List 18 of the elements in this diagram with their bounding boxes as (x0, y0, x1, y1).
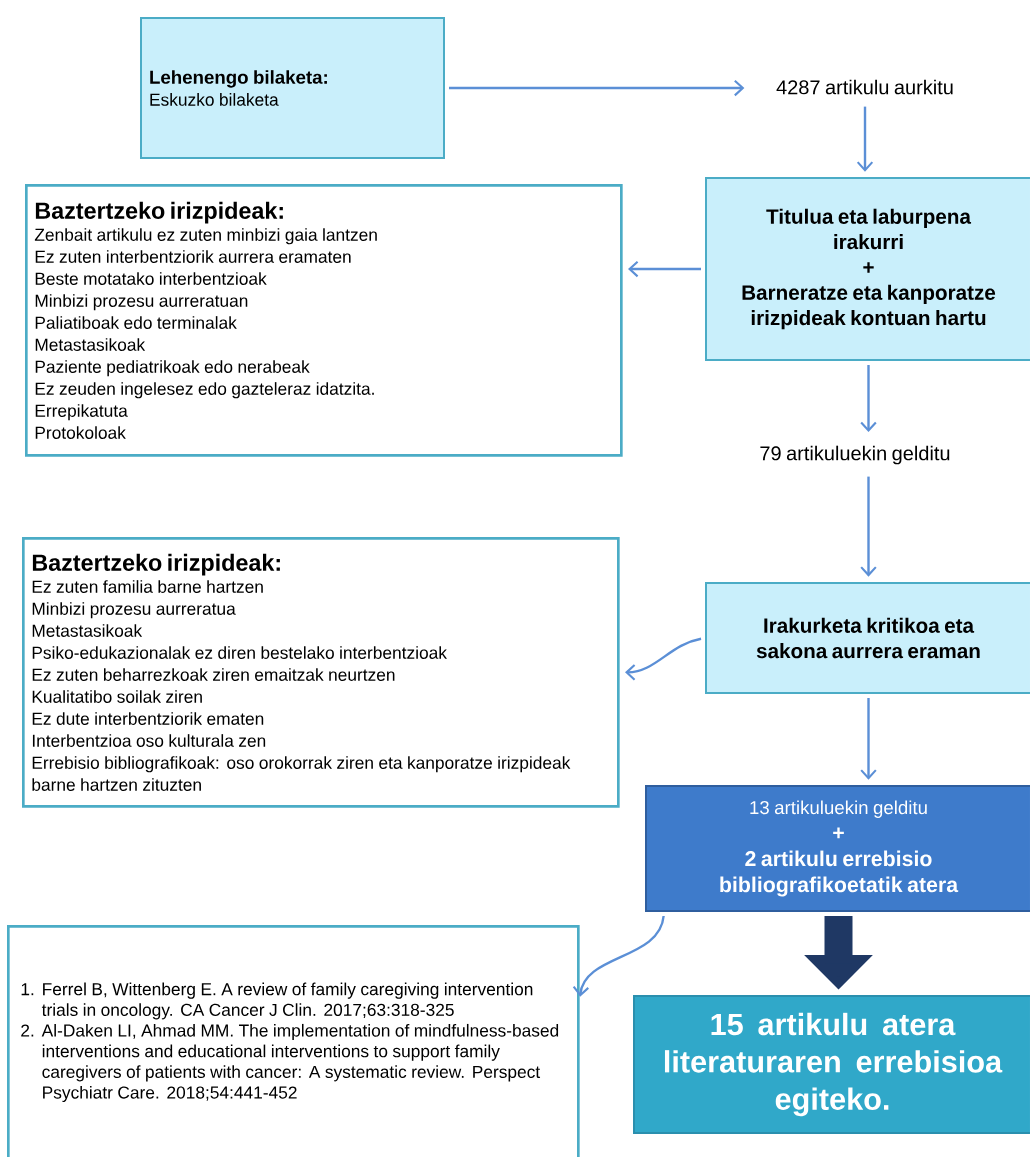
arrow (628, 260, 701, 278)
arrow (860, 365, 877, 433)
arrow (625, 637, 702, 681)
step-box: Irakurketa kritikoa eta sakona aurrera eraman (705, 582, 1030, 694)
search-box: Lehenengo bilaketa: Eskuzko bilaketa (140, 17, 445, 159)
criteria-box: Baztertzeko irizpideak: Zenbait artikulu ez zuten minbizi gaia lantzen Ez zuten interbentziorik aurrera eramaten Beste motatako interbentzioak Minbizi prozesu aurreratuan Paliatiboak edo terminalak Metastasikoak Paziente pediatrikoak edo nerabeak Ez zeuden ingelesez edo gazteleraz idatzita. Errepikatuta Protokoloak (25, 184, 623, 457)
arrow (860, 476, 877, 577)
result-box: 13 artikuluekin gelditu + 2 artikulu errebisio bibliografikoetatik atera (645, 785, 1030, 912)
arrow (856, 106, 874, 172)
count-text: 4287 artikulu aurkitu (776, 79, 953, 95)
count-text: 79 artikuluekin gelditu (760, 445, 950, 465)
arrow (572, 915, 665, 997)
step-box: Titulua eta laburpena irakurri + Barneratze eta kanporatze irizpideak kontuan hartu (705, 177, 1030, 361)
criteria-box: Baztertzeko irizpideak: Ez zuten familia barne hartzen Minbizi prozesu aurreratua Metastasikoak Psiko-edukazionalak ez diren bestelako interbentzioak Ez zuten beharrezkoak ziren emaitzak neurtzen Kualitatibo soilak ziren Ez dute interbentziorik ematen Interbentzioa oso kulturala zen Errebisio bibliografikoak: oso orokorrak ziren eta kanporatze irizpideak barne hartzen zituzten (22, 537, 620, 808)
arrow (449, 79, 745, 97)
reference-box: 1. Ferrel B, Wittenberg E. A review of family caregiving intervention trials in oncology. CA Cancer J Clin. 2017;63:318-325 2. Al-Daken LI, Ahmad MM. The implementation of mindfulness-based interventions and educational interventions to support family caregivers of patients with cancer: A systematic review. Perspect Psychiatr Care. 2018;54:441-452 (7, 925, 580, 1157)
arrow (860, 698, 877, 780)
final-box: 15 artikulu atera literaturaren errebisioa egiteko. (633, 995, 1030, 1134)
